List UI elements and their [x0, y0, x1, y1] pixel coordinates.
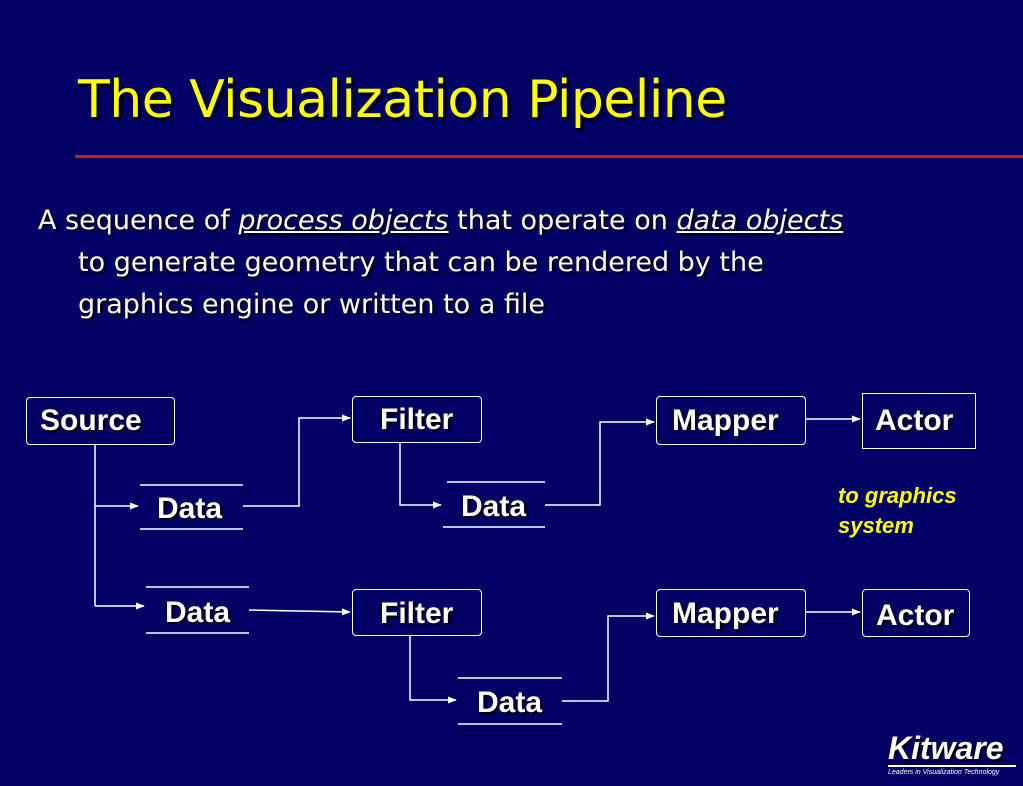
- filter-bottom-box: [352, 589, 482, 636]
- data-to-mapper-top: [545, 418, 655, 506]
- title-rule: [75, 155, 1023, 158]
- data-top-left-label: Data: [157, 492, 223, 525]
- bullet-lead: A sequence of: [38, 205, 239, 236]
- filter-top-label: Filter: [380, 403, 454, 436]
- actor-top-label: Actor: [875, 404, 954, 437]
- mapper-bottom-label: Mapper: [672, 597, 779, 630]
- data-to-filter-bottom: [248, 608, 351, 616]
- data-bottom-left-label: Data: [165, 596, 231, 629]
- filter-bottom-to-data: [409, 636, 457, 704]
- note-line-2: system: [838, 513, 914, 538]
- source-box: [26, 397, 175, 445]
- kitware-logo: Kitware Leaders in Visualization Technol…: [888, 732, 1016, 776]
- graphics-system-note: to graphics system: [838, 481, 957, 541]
- logo-tagline: Leaders in Visualization Technology: [888, 769, 1000, 776]
- bullet-line-2: to generate geometry that can be rendere…: [78, 247, 764, 278]
- actor-top-box: [862, 393, 976, 449]
- data-bottom-mid-label: Data: [477, 686, 543, 719]
- source-label: Source: [40, 404, 142, 437]
- mapper-top-box: [656, 396, 806, 445]
- filter-bottom-label: Filter: [380, 597, 454, 630]
- data-to-mapper-bottom: [562, 612, 655, 702]
- logo-wordmark: Kitware: [888, 730, 1004, 766]
- bullet-mid: that operate on: [448, 205, 677, 236]
- bullet-text: A sequence of process objects that opera…: [38, 200, 998, 326]
- term-data-objects: data objects: [676, 205, 844, 236]
- note-line-1: to graphics: [838, 483, 957, 508]
- slide-title: The Visualization Pipeline: [78, 70, 727, 130]
- filter-top-box: [352, 396, 482, 443]
- filter-top-to-data: [399, 443, 442, 509]
- mapper-bottom-box: [656, 589, 806, 637]
- data-to-filter-top: [243, 414, 351, 507]
- data-top-mid-label: Data: [461, 490, 527, 523]
- term-process-objects: process objects: [238, 205, 449, 236]
- actor-bottom-box: [862, 589, 970, 637]
- actor-bottom-label: Actor: [876, 599, 955, 632]
- mapper-top-label: Mapper: [672, 404, 779, 437]
- bullet-line-3: graphics engine or written to a file: [78, 289, 546, 320]
- logo-underline: [888, 765, 1016, 767]
